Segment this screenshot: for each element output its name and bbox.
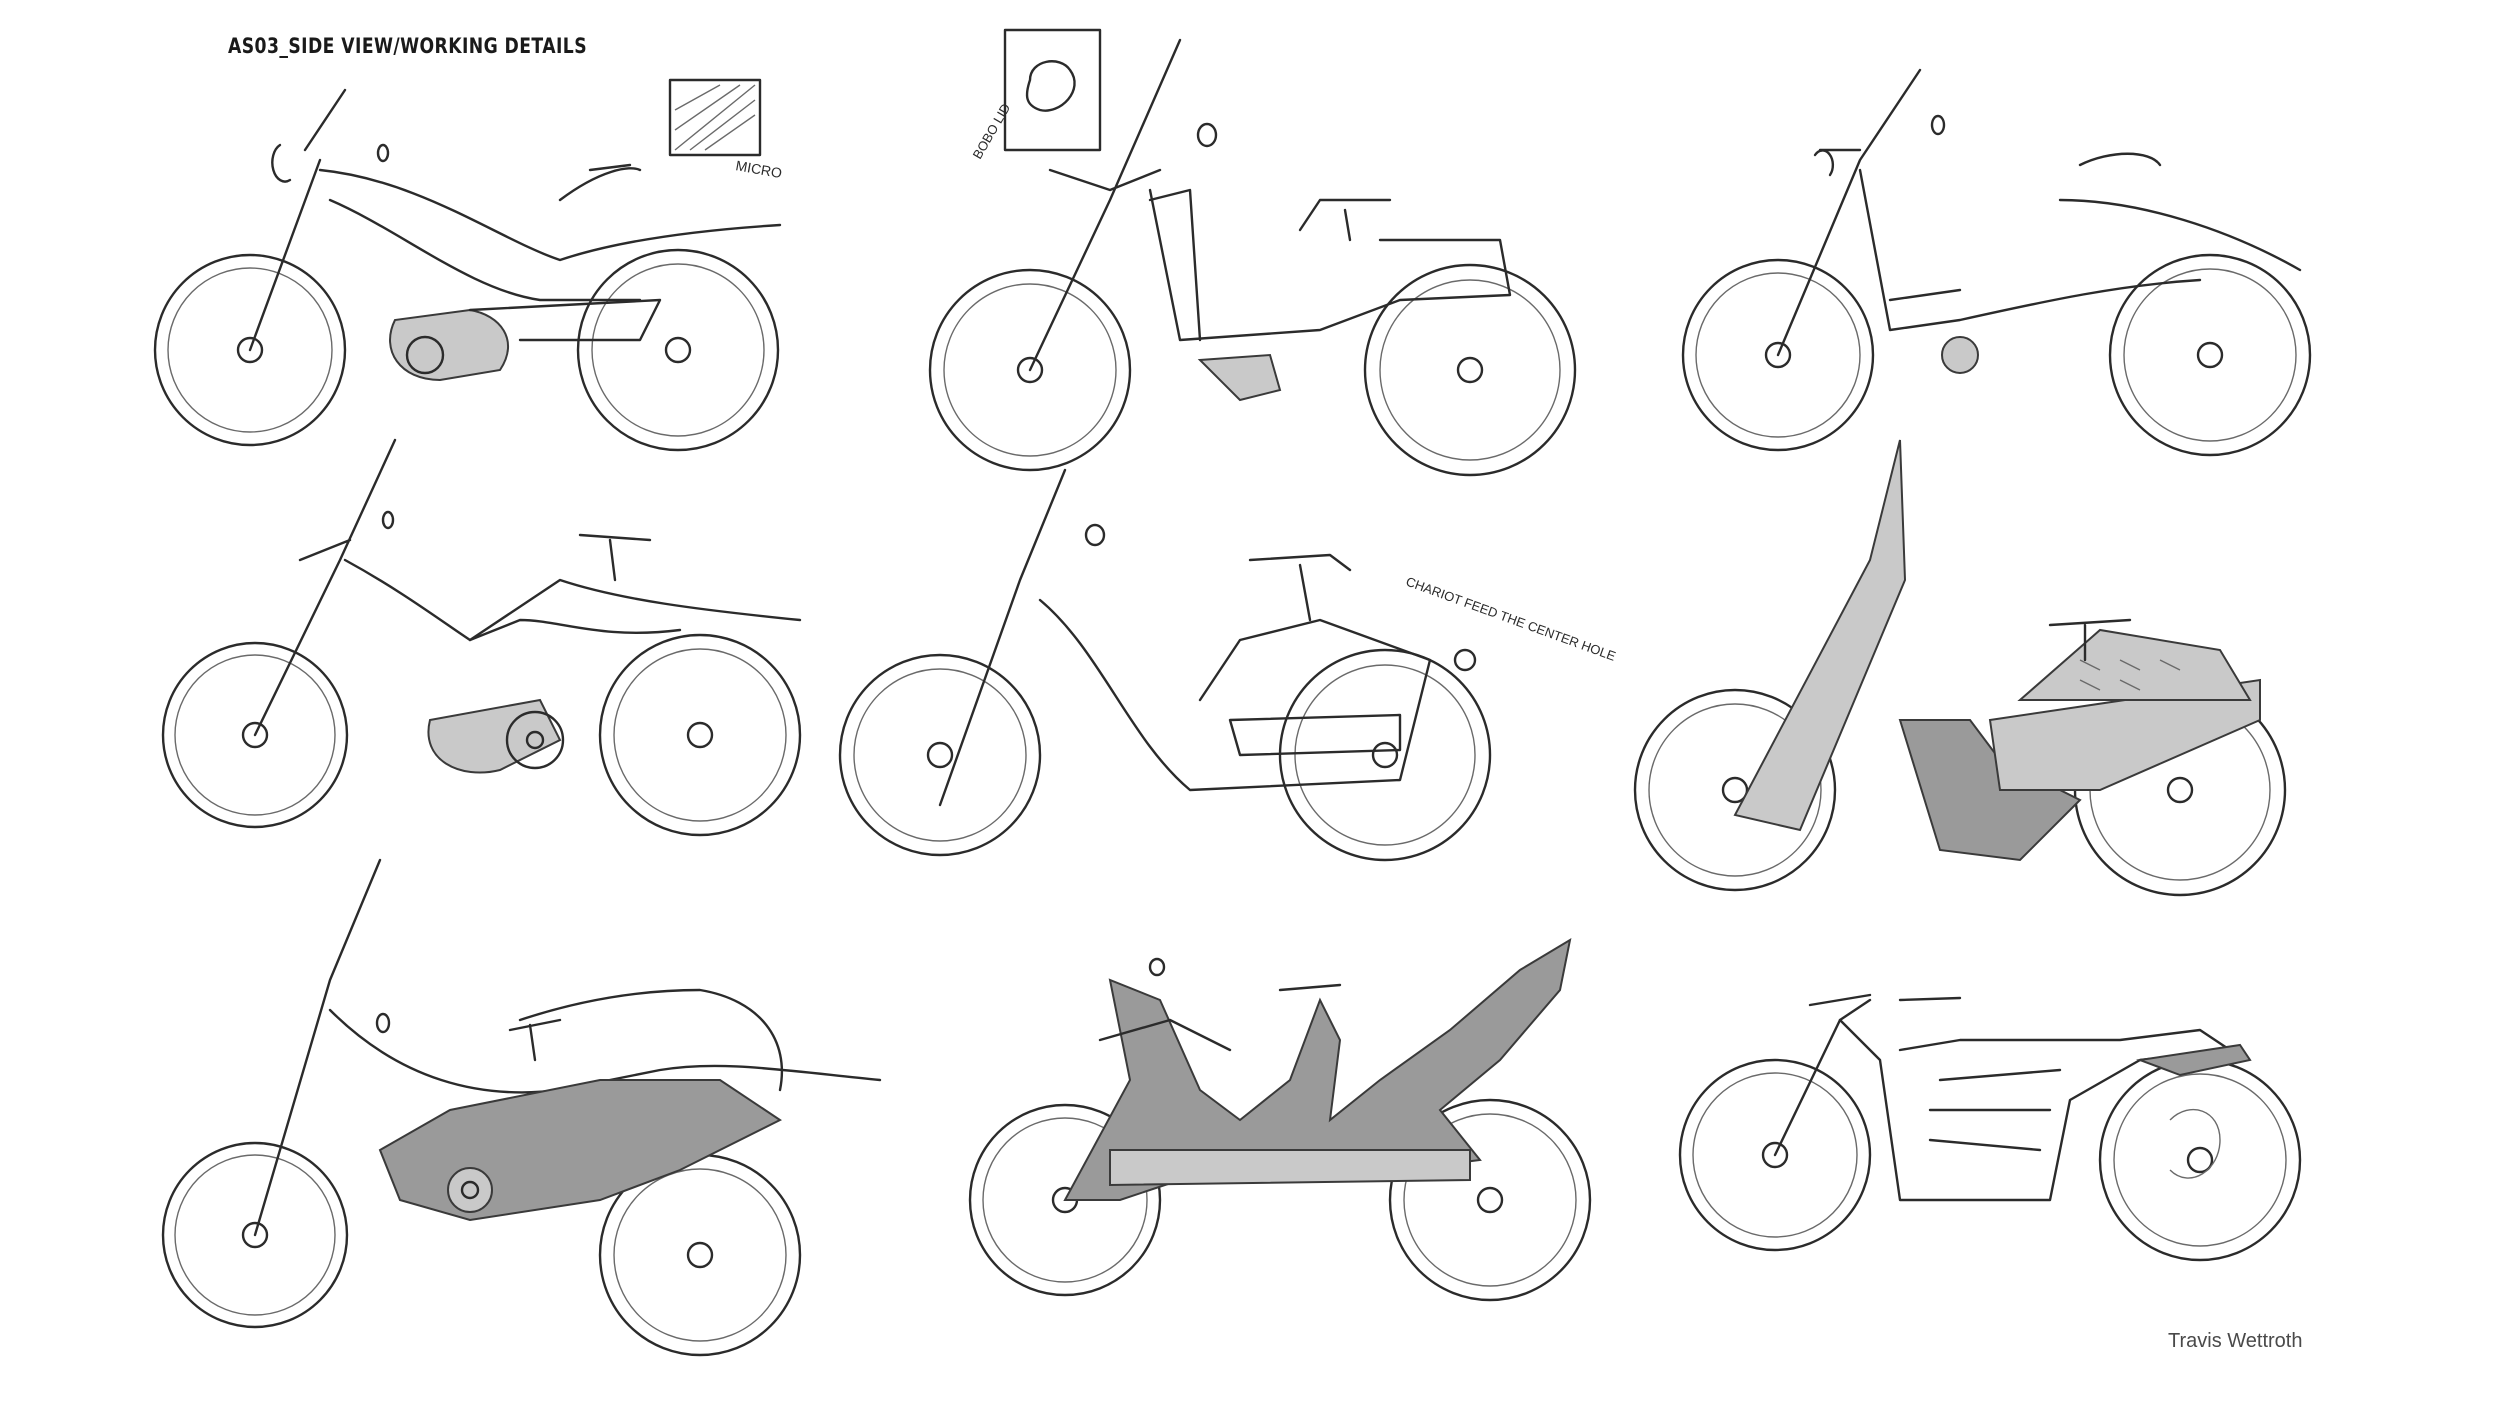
sketch-1: MICRO bbox=[153, 78, 783, 452]
bobo-lid-note: BOBO LID bbox=[970, 101, 1014, 162]
sketch-5: CHARIOT FEED THE CENTER HOLE bbox=[838, 468, 1618, 862]
sketch-2: BOBO LID bbox=[928, 28, 1577, 477]
sketch-9 bbox=[1678, 993, 2302, 1262]
sketch-3 bbox=[1681, 68, 2312, 457]
micro-note: MICRO bbox=[734, 157, 783, 181]
sketch-6 bbox=[1633, 439, 2287, 897]
chariot-note: CHARIOT FEED THE CENTER HOLE bbox=[1404, 574, 1618, 664]
sketch-7 bbox=[161, 858, 882, 1357]
sketch-4 bbox=[161, 438, 802, 837]
artist-credit: Travis Wettroth bbox=[2168, 1330, 2303, 1352]
sketch-8 bbox=[968, 937, 1592, 1302]
sheet-title: AS03_SIDE VIEW/WORKING DETAILS bbox=[228, 34, 588, 58]
